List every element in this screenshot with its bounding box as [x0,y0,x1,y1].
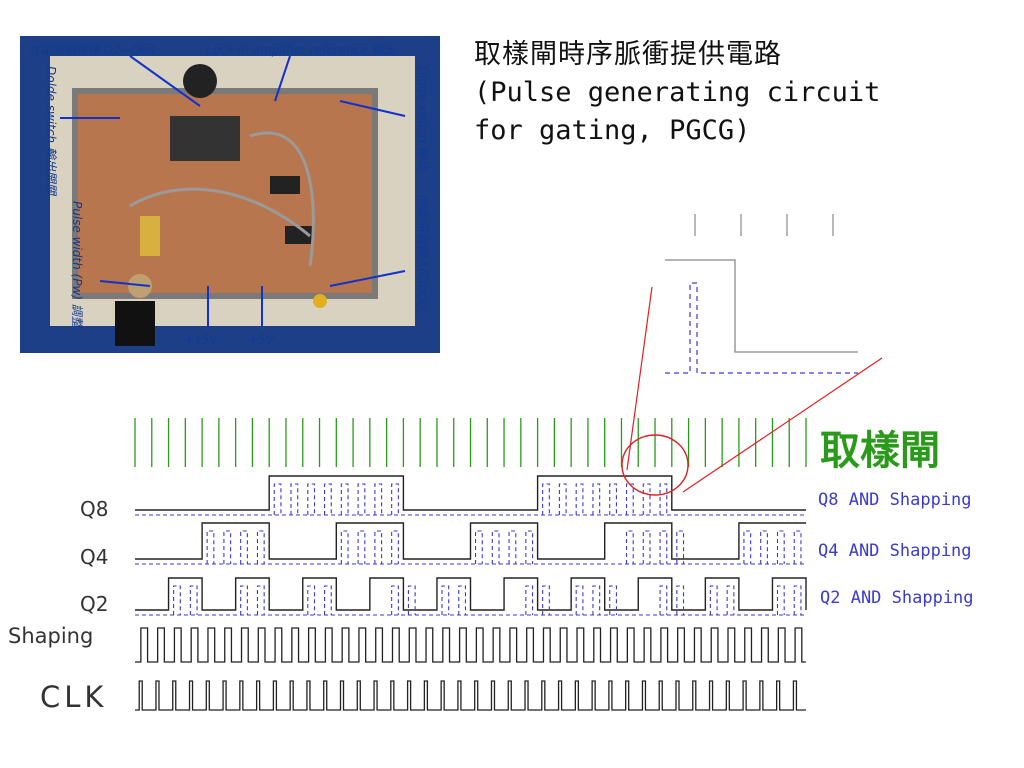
lockin-label: Lock-in amplifier reference 輸出 [206,43,396,57]
zoom-line-left [626,286,653,471]
q2-wave [135,577,807,611]
q8-and-pulse [592,483,601,515]
q2-and-pulse [407,585,416,615]
circuit-photo: 六段除頻選擇 Q2~Q64 Lock-in amplifier referenc… [20,36,440,353]
q2-and-pulse [525,585,534,615]
q2-and-pulse [240,585,248,615]
q2-and-pulse [307,585,316,615]
q4-and-pulse [206,530,215,564]
q2-and-pulse [256,585,265,615]
inset-q8-wave [665,259,858,353]
q2-and-pulse [609,585,617,615]
q8-and-pulse [307,483,316,515]
signal-label-q2: Q2 [80,592,109,616]
q8-and-pulse [575,483,584,515]
q2-and-pulse [726,585,735,615]
q8-and-label: Q8 AND Shapping [818,490,972,510]
q4-wave [135,522,806,560]
signal-label-q4: Q4 [80,545,109,569]
q2-and-pulse [324,585,332,615]
q4-and-pulse [340,530,349,564]
q8-and-pulse [273,483,282,515]
q2-and-label: Q2 AND Shapping [820,588,974,608]
q2-and-pulse [793,585,802,615]
q8-and-pulse [609,483,617,515]
q4-and-pulse [474,530,483,564]
q4-and-pulse [491,530,500,564]
signal-label-q8: Q8 [80,497,109,521]
title-line-3: for gating, PGCG) [474,115,751,146]
q8-and-pulse [324,483,332,515]
q4-and-pulse [508,530,517,564]
q4-and-pulse [374,530,383,564]
q4-and-pulse [642,530,651,564]
sampling-gate-label: 取樣閘 [820,428,940,474]
q4-and-pulse [223,530,232,564]
q8-and-pulse [542,483,550,515]
q4-and-pulse [776,530,785,564]
inset-and-wave [665,282,858,374]
zoom-line-right [682,357,883,493]
circuit-board-illustration [20,36,440,353]
q2-and-pulse [776,585,785,615]
q8-and-pulse [558,483,567,515]
zoom-circle [621,434,689,496]
q8-and-pulse [659,483,668,515]
q4-and-pulse [256,530,265,564]
q2-and-pulse [575,585,584,615]
q2-and-pulse [441,585,450,615]
q4-and-pulse [659,530,668,564]
q4-and-pulse [357,530,366,564]
q8-and-pulse [391,483,399,515]
title-line-2: (Pulse generating circuit [474,77,881,108]
q4-and-pulse [391,530,399,564]
q4-and-pulse [793,530,802,564]
q2-and-pulse [391,585,399,615]
q8-and-pulse [642,483,651,515]
q4-and-pulse [743,530,752,564]
q2-and-pulse [542,585,550,615]
v5-label: +5V [248,333,274,347]
clk-wave [135,680,806,711]
q2-and-pulse [592,585,601,615]
q8-and-pulse [374,483,383,515]
q4-and-pulse [676,530,685,564]
divider-label: 六段除頻選擇 Q2~Q64 [28,43,156,57]
q8-wave [135,475,806,511]
q8-and-pulse [625,483,634,515]
title-line-1: 取樣閘時序脈衝提供電路 [474,39,782,70]
signal-label-clk: CLK [40,680,108,714]
q4-and-pulse [525,530,534,564]
q4-and-pulse [240,530,248,564]
q2-and-pulse [189,585,198,615]
q4-and-pulse [625,530,634,564]
signal-label-shaping: Shaping [8,624,94,648]
q2-and-pulse [458,585,467,615]
q2-and-pulse [709,585,718,615]
q2-and-pulse [676,585,685,615]
q2-and-pulse [659,585,668,615]
shaping-wave [135,627,806,663]
q8-and-pulse [340,483,349,515]
q2-and-pulse [173,585,181,615]
v15-label: +15V [184,333,218,347]
page-title: 取樣閘時序脈衝提供電路 (Pulse generating circuit fo… [474,36,880,150]
q8-and-pulse [357,483,366,515]
q8-and-pulse [290,483,299,515]
q4-and-pulse [760,530,768,564]
q4-and-label: Q4 AND Shapping [818,541,972,561]
